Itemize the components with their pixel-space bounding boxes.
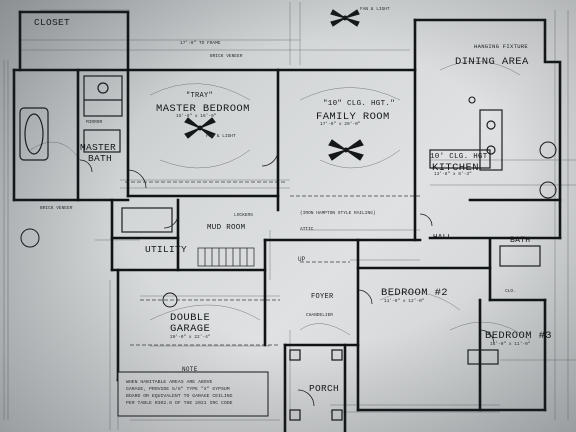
dimension-master-bedroom: 15'-0" x 16'-0" [176, 114, 217, 119]
dimension-kitchen: 13'-8" x 8'-3" [434, 172, 472, 177]
dimension-bedroom-3: 11'-0" x 11'-0" [490, 342, 531, 347]
mirror-label: MIRROR [86, 120, 103, 125]
note-line-4: PER TABLE R302.6 OF THE 2021 IRC CODE [126, 401, 233, 406]
note-line-3: BOARD OR EQUIVALENT TO GARAGE CEILING [126, 394, 233, 399]
room-label-mud-room: MUD ROOM [207, 224, 246, 232]
railing-label: (IRON HAMPTON STYLE RAILING) [300, 211, 376, 216]
chandelier-label: CHANDELIER [306, 313, 334, 318]
fan-light-label-master: FAN & LIGHT [206, 134, 236, 139]
room-label-bedroom-2: BEDROOM #2 [381, 287, 449, 299]
tray-ceiling-label: "TRAY" [186, 92, 214, 100]
room-label-dining-area: DINING AREA [455, 56, 529, 68]
room-label-kitchen: KITCHEN [432, 162, 479, 174]
note-box [117, 371, 269, 417]
room-label-porch: PORCH [309, 383, 340, 394]
room-label-bath: BATH [510, 236, 531, 245]
brick-veneer-label-top: BRICK VENEER [210, 54, 243, 59]
room-label-closet: CLOSET [34, 17, 71, 28]
fan-light-label-top: FAN & LIGHT [360, 7, 390, 12]
attic-label: ATTIC [300, 227, 314, 232]
room-label-foyer: FOYER [311, 293, 334, 301]
note-line-2: GARAGE, PROVIDE 5/8" TYPE "X" GYPSUM [126, 387, 230, 392]
dimension-top: 17'-0" TO FRAME [180, 41, 221, 46]
room-label-bedroom-3: BEDROOM #3 [485, 330, 553, 342]
closet-abbrev-label: CLO. [505, 289, 516, 294]
room-label-garage: GARAGE [170, 323, 211, 335]
family-room-ceiling-label: "10" CLG. HGT." [323, 100, 396, 108]
dimension-bedroom-2: 11'-0" x 12'-0" [384, 299, 425, 304]
room-label-master-line1: MASTER [80, 142, 117, 153]
dimension-garage: 20'-0" x 22'-4" [170, 335, 211, 340]
room-label-hall: HALL [433, 234, 453, 242]
room-label-double: DOUBLE [170, 312, 211, 324]
kitchen-ceiling-label: 10' CLG. HGT. [430, 153, 493, 161]
room-label-family-room: FAMILY ROOM [316, 111, 390, 123]
hanging-fixture-label: HANGING FIXTURE [474, 43, 529, 50]
room-label-utility: UTILITY [145, 244, 188, 255]
room-label-master-bedroom: MASTER BEDROOM [156, 103, 250, 115]
lockers-label: LOCKERS [234, 213, 253, 218]
dimension-family-room: 17'-0" x 20'-0" [320, 122, 361, 127]
stair-up-label: UP [298, 256, 306, 263]
note-title: NOTE [182, 366, 198, 373]
brick-veneer-label-left: BRICK VENEER [40, 206, 73, 211]
room-label-master-line2: BATH [88, 153, 113, 164]
note-line-1: WHEN HABITABLE AREAS ARE ABOVE [126, 380, 213, 385]
